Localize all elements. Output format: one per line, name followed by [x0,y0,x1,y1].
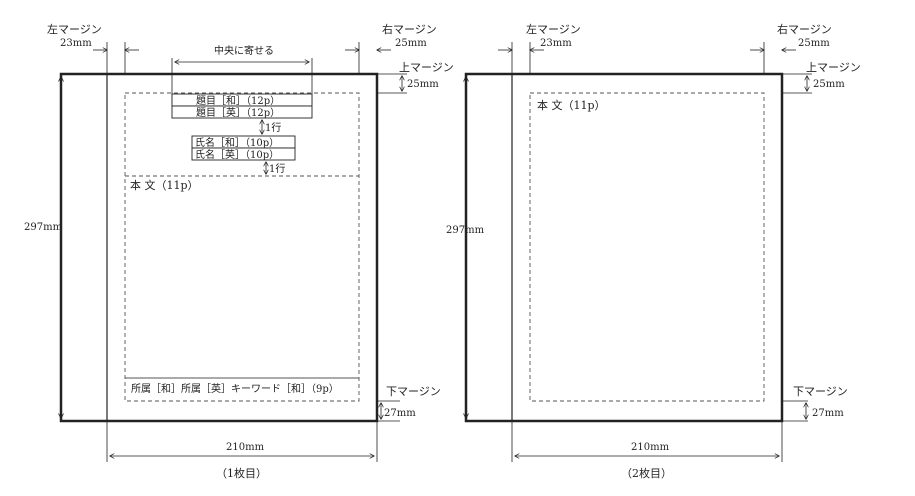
page-1-caption: （1枚目） [216,466,267,480]
page-1-title-en: 題目［英］（12p） [196,106,280,119]
page-2-right-margin-value: 25mm [798,38,830,49]
page-1-top-margin-label: 上マージン [399,61,454,74]
page-1-width-value: 210mm [226,442,265,453]
page-2-caption: （2枚目） [621,466,672,480]
page-2-left-margin-value: 23mm [540,38,572,49]
page-1: 左マージン 23mm 右マージン 25mm 上マージン 25mm 下マージン 2… [24,22,454,480]
page-1-name-ja: 氏名［和］（10p） [195,136,279,149]
page-1-left-margin-label: 左マージン [47,23,102,36]
page-2-bottom-margin-label: 下マージン [793,385,848,398]
page-2-top-margin-value: 25mm [813,79,845,90]
page-1-center-label: 中央に寄せる [214,44,274,57]
page-2-right-margin-label: 右マージン [777,22,832,36]
page-1-bottom-margin-value: 27mm [384,408,416,419]
page-2: 左マージン 23mm 右マージン 25mm 上マージン 25mm 下マージン 2… [446,22,861,480]
page-1-bottom-margin-label: 下マージン [386,385,441,398]
page-2-top-margin-label: 上マージン [806,61,861,74]
page-1-gap-1: 1行 [265,121,281,134]
page-1-body-label: 本 文（11p） [130,178,199,192]
page-1-right-margin-value: 25mm [395,38,427,49]
page-1-height-value: 297mm [24,222,63,233]
page-2-sheet [464,72,784,423]
page-1-right-margin-label: 右マージン [382,22,437,36]
page-1-gap-2: 1行 [269,162,285,175]
page-1-sheet [59,72,379,423]
page-1-title-en-box [171,105,313,119]
page-1-name-en: 氏名［英］（10p） [195,148,279,161]
page-1-text-area [124,92,360,402]
page-1-title-ja: 題目［和］（12p） [196,95,280,107]
page-1-footer-label: 所属［和］所属［英］キーワード［和］（9p） [131,382,339,395]
page-2-width-value: 210mm [631,442,670,453]
page-2-body-label: 本 文（11p） [537,98,606,112]
page-2-height-value: 297mm [446,225,485,236]
page-1-name-en-box [191,147,296,161]
page-1-top-margin-value: 25mm [407,79,439,90]
page-2-left-margin-label: 左マージン [526,23,581,36]
page-2-text-area [529,92,765,402]
page-1-left-margin-value: 23mm [60,38,92,49]
page-2-bottom-margin-value: 27mm [812,408,844,419]
